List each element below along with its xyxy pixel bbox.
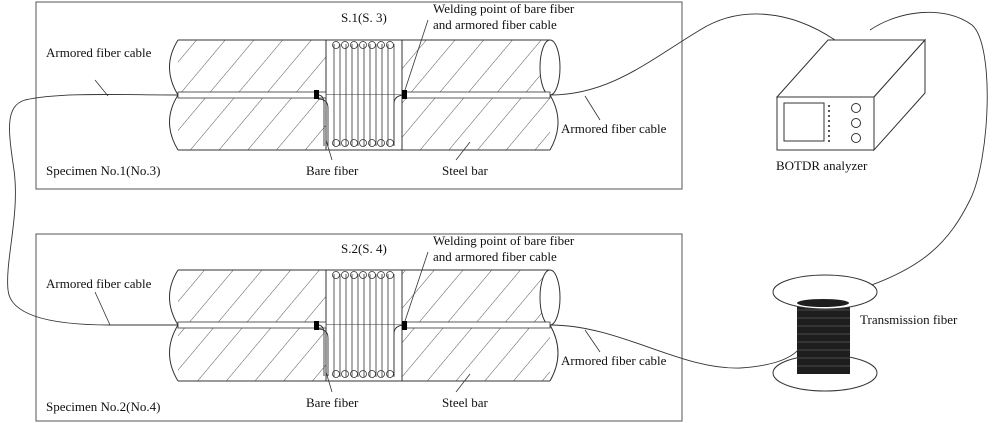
bare-fiber-label-2: Bare fiber: [306, 395, 359, 410]
weld-point-right-2: [402, 321, 407, 330]
weld-leader-1: [404, 19, 429, 91]
transmission-fiber-spool: Transmission fiber: [772, 274, 958, 392]
specimen-2-frame: [35, 233, 683, 422]
analyzer-indicator-dots: [828, 105, 830, 142]
steel-bar-leader-2: [455, 373, 471, 393]
bare-fiber-leader-1: [325, 139, 333, 161]
left-cable-leader-2: [94, 291, 111, 326]
analyzer-knob-1: [851, 103, 861, 113]
section-label-2: S.2(S. 4): [341, 241, 387, 256]
right-cable-label-2: Armored fiber cable: [561, 353, 667, 368]
weld-leader-2: [404, 251, 429, 322]
left-cable-leader-1: [94, 79, 109, 97]
steel-bar-label-1: Steel bar: [442, 163, 489, 178]
weld-point-right-1: [402, 90, 407, 99]
cable-spec1-to-spec2: [7, 94, 179, 326]
analyzer-label: BOTDR analyzer: [776, 158, 868, 173]
bare-fiber-leader-2: [325, 371, 333, 393]
left-cable-label-1: Armored fiber cable: [46, 45, 152, 60]
weld-label-1-line1: Welding point of bare fiber: [433, 1, 575, 16]
analyzer-screen: [783, 102, 825, 142]
bare-fiber-label-1: Bare fiber: [306, 163, 359, 178]
weld-label-2-line2: and armored fiber cable: [433, 249, 557, 264]
specimen-2: S.2(S. 4) Welding point of bare fiber an…: [35, 233, 683, 422]
spool-winding: [797, 303, 850, 374]
specimen-label-1: Specimen No.1(No.3): [46, 163, 160, 178]
analyzer-knob-2: [851, 118, 861, 128]
cable-spec1-to-analyzer: [549, 13, 836, 96]
steel-bar-leader-1: [455, 141, 471, 161]
right-cable-leader-2: [584, 329, 601, 353]
specimen-1: S.1(S. 3) Welding point of bare fiber an…: [35, 1, 683, 190]
weld-label-2-line1: Welding point of bare fiber: [433, 233, 575, 248]
spool-top-flange: [772, 274, 878, 310]
specimen-1-frame: [35, 1, 683, 190]
right-cable-leader-1: [584, 95, 601, 121]
right-cable-label-1: Armored fiber cable: [561, 121, 667, 136]
specimen-label-2: Specimen No.2(No.4): [46, 399, 160, 414]
botdr-analyzer: BOTDR analyzer: [775, 38, 927, 173]
steel-bar-label-2: Steel bar: [442, 395, 489, 410]
cable-analyzer-to-spool: [849, 11, 988, 293]
left-cable-label-2: Armored fiber cable: [46, 276, 152, 291]
fiber-cable-routing: [7, 11, 988, 369]
weld-point-left-2: [314, 321, 319, 330]
weld-label-1-line2: and armored fiber cable: [433, 17, 557, 32]
cable-spec2-to-spool: [549, 324, 801, 369]
section-label-1: S.1(S. 3): [341, 10, 387, 25]
weld-point-left-1: [314, 90, 319, 99]
spool-label: Transmission fiber: [860, 312, 958, 327]
analyzer-knob-3: [851, 133, 861, 143]
